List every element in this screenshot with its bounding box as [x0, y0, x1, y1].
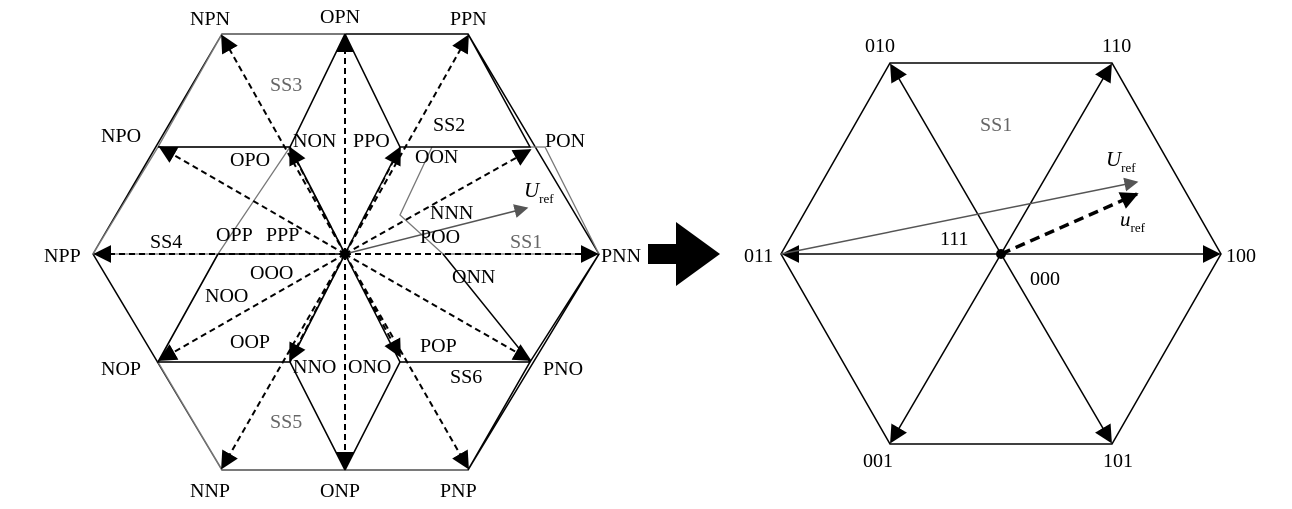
vector-to-ppn	[344, 34, 469, 255]
label-nnp: NNP	[190, 480, 230, 502]
left-ref-vector	[344, 204, 529, 255]
vector-to-pon	[344, 149, 532, 255]
label-pnn: PNN	[601, 245, 641, 267]
label-ss3: SS3	[270, 74, 302, 96]
label-pnp: PNP	[440, 480, 477, 502]
label-ss2: SS2	[433, 114, 465, 136]
vector-to-110	[1000, 63, 1112, 255]
label-oon: OON	[415, 146, 458, 168]
label-opn: OPN	[320, 6, 360, 28]
vector-to-101	[1000, 253, 1112, 444]
right-vectors	[781, 63, 1221, 444]
inner-line-onn	[442, 253, 600, 364]
label-oop: OOP	[230, 331, 270, 353]
transition-arrow	[648, 222, 720, 286]
vector-to-nop	[158, 253, 346, 361]
left-dashed-vectors	[93, 34, 599, 470]
vector-to-001	[890, 253, 1002, 444]
label-nno: NNO	[293, 356, 336, 378]
label-ss4: SS4	[150, 231, 182, 253]
right-diagram: 100 110 010 011 001 101 111 000 SS1 Uref…	[744, 35, 1256, 472]
label-ss6: SS6	[450, 366, 482, 388]
label-npo: NPO	[101, 125, 141, 147]
label-onp: ONP	[320, 480, 360, 502]
left-ref-label: Uref	[524, 178, 554, 206]
vector-to-npo	[158, 146, 346, 255]
label-101: 101	[1103, 450, 1133, 472]
label-nnn: NNN	[430, 202, 473, 224]
label-opo: OPO	[230, 149, 270, 171]
label-opp: OPP	[216, 224, 253, 246]
right-ref-vector-lower	[1000, 192, 1139, 256]
label-ppp: PPP	[266, 224, 299, 246]
label-ppn: PPN	[450, 8, 487, 30]
label-pon: PON	[545, 130, 585, 152]
label-ono: ONO	[348, 356, 391, 378]
right-ref-vector-upper	[780, 177, 1139, 255]
label-ooo: OOO	[250, 262, 293, 284]
label-010: 010	[865, 35, 895, 57]
label-011: 011	[744, 245, 773, 267]
right-origin-dot	[996, 249, 1006, 259]
label-npn: NPN	[190, 8, 230, 30]
label-111: 111	[940, 228, 969, 250]
label-ss5: SS5	[270, 411, 302, 433]
label-pno: PNO	[543, 358, 583, 380]
left-diagram: PNN PPN NPN NPP NNP PNP PON OPN NPO NOP …	[44, 6, 641, 502]
label-right-ss1: SS1	[980, 114, 1012, 136]
label-onn: ONN	[452, 266, 495, 288]
right-ref-label-upper: Uref	[1106, 147, 1136, 175]
vector-to-pnp	[344, 253, 469, 470]
inner-line-oon	[400, 33, 532, 148]
label-000: 000	[1030, 268, 1060, 290]
right-ref-label-lower: uref	[1120, 207, 1146, 235]
vector-to-npn	[221, 34, 346, 255]
label-100: 100	[1226, 245, 1256, 267]
label-ss1: SS1	[510, 231, 542, 253]
label-pop: POP	[420, 335, 457, 357]
label-npp: NPP	[44, 245, 81, 267]
label-001: 001	[863, 450, 893, 472]
vector-to-010	[890, 63, 1002, 255]
vector-to-pno	[344, 253, 532, 361]
label-poo: POO	[420, 226, 460, 248]
label-non: NON	[293, 130, 336, 152]
label-nop: NOP	[101, 358, 141, 380]
left-origin-dot	[340, 249, 350, 259]
vector-to-nnp	[221, 253, 346, 470]
label-110: 110	[1102, 35, 1131, 57]
label-noo: NOO	[205, 285, 248, 307]
label-ppo: PPO	[353, 130, 390, 152]
